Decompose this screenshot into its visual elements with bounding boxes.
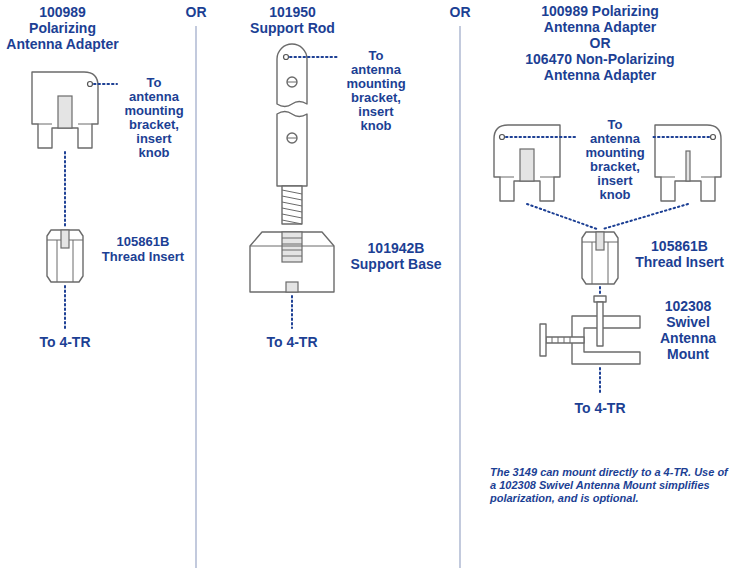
destination-label: To 4-TR [560,400,640,416]
part-label: 105861B Thread Insert [98,234,188,264]
leader-line [603,204,688,229]
destination-label: To 4-TR [252,334,332,350]
mount-instruction: To antenna mounting bracket, insert knob [583,118,647,202]
or-word: OR [580,35,620,51]
column-separator [195,26,196,568]
note: The 3149 can mount directly to a 4-TR. U… [490,466,734,505]
leader-line [64,152,66,226]
leader-line [94,83,117,85]
thread-insert [582,232,618,284]
leader-line [290,56,339,58]
part-title: 106470 Non-Polarizing Antenna Adapter [522,51,678,83]
part-title: 100989 Polarizing Antenna Adapter [535,3,665,35]
leader-line [527,204,597,229]
polarizing-adapter [32,72,98,148]
part-title: 100989 Polarizing Antenna Adapter [5,4,120,52]
mount-instruction: To antenna mounting bracket, insert knob [122,76,186,160]
leader-line [599,287,601,294]
leader-line [291,296,293,328]
or-word: OR [176,4,216,20]
support-rod [277,44,307,224]
part-label: 102308 Swivel Antenna Mount [652,298,724,362]
part-label: 105861B Thread Insert [632,238,727,270]
swivel-mount [540,296,640,364]
thread-insert [47,230,83,282]
leader-line [506,136,578,138]
leader-line [599,368,601,394]
mount-instruction: To antenna mounting bracket, insert knob [344,49,408,133]
destination-label: To 4-TR [25,334,105,350]
column-separator [459,26,460,568]
part-title: 101950 Support Rod [245,4,340,36]
support-base [250,232,334,292]
leader-line [64,286,66,328]
polarizing-adapter [494,125,560,201]
or-word: OR [440,4,480,20]
part-label: 101942B Support Base [346,240,446,272]
non-polarizing-adapter [655,125,721,201]
leader-line [652,136,709,138]
